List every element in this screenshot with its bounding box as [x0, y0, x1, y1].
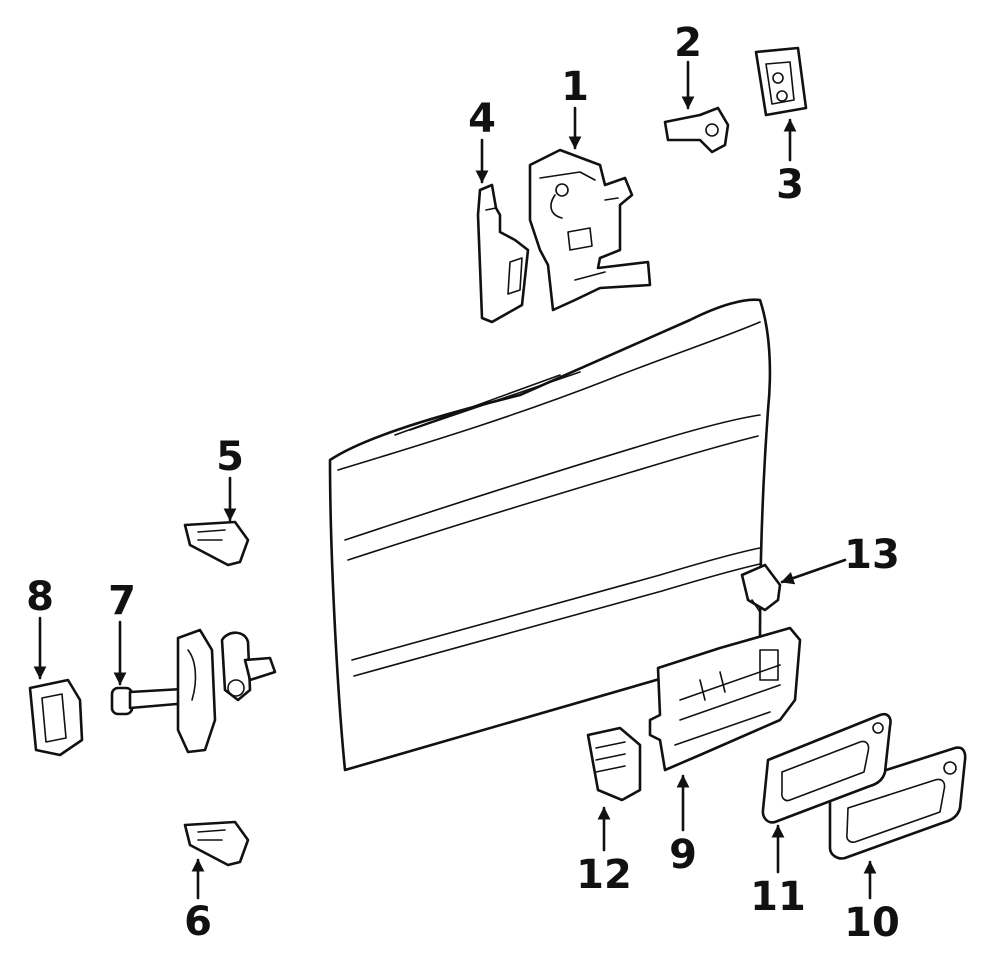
- part-13-fastener: [740, 563, 782, 613]
- door-shell: [328, 298, 772, 772]
- part-5-clip: [183, 520, 250, 567]
- callout-13: 13: [844, 532, 900, 578]
- callout-6: 6: [184, 899, 212, 945]
- part-3-bracket: [754, 46, 808, 117]
- part-1-door-lock: [528, 148, 652, 312]
- callout-1: 1: [561, 64, 589, 110]
- part-4-actuator: [476, 183, 530, 324]
- callout-2: 2: [674, 20, 702, 66]
- callout-4: 4: [468, 96, 496, 142]
- callout-10: 10: [844, 900, 900, 946]
- callout-9: 9: [669, 832, 697, 878]
- callout-12: 12: [576, 852, 632, 898]
- part-6-clip: [183, 820, 250, 867]
- part-11-gasket: [761, 712, 892, 824]
- callout-5: 5: [216, 434, 244, 480]
- part-12-clip: [586, 726, 642, 802]
- leader-lines: [33, 60, 877, 900]
- callout-3: 3: [776, 162, 804, 208]
- callout-7: 7: [108, 578, 136, 624]
- part-8-bracket: [28, 678, 84, 757]
- callout-labels: 1 2 3 4 5 6 7 8 9 10 11 12 13: [26, 20, 900, 946]
- part-2-clip: [663, 106, 730, 154]
- part-10-handle-bezel: [828, 746, 967, 860]
- callout-8: 8: [26, 574, 54, 620]
- part-7-door-check: [110, 628, 277, 754]
- callout-11: 11: [750, 874, 806, 920]
- part-9-handle-base: [648, 626, 802, 772]
